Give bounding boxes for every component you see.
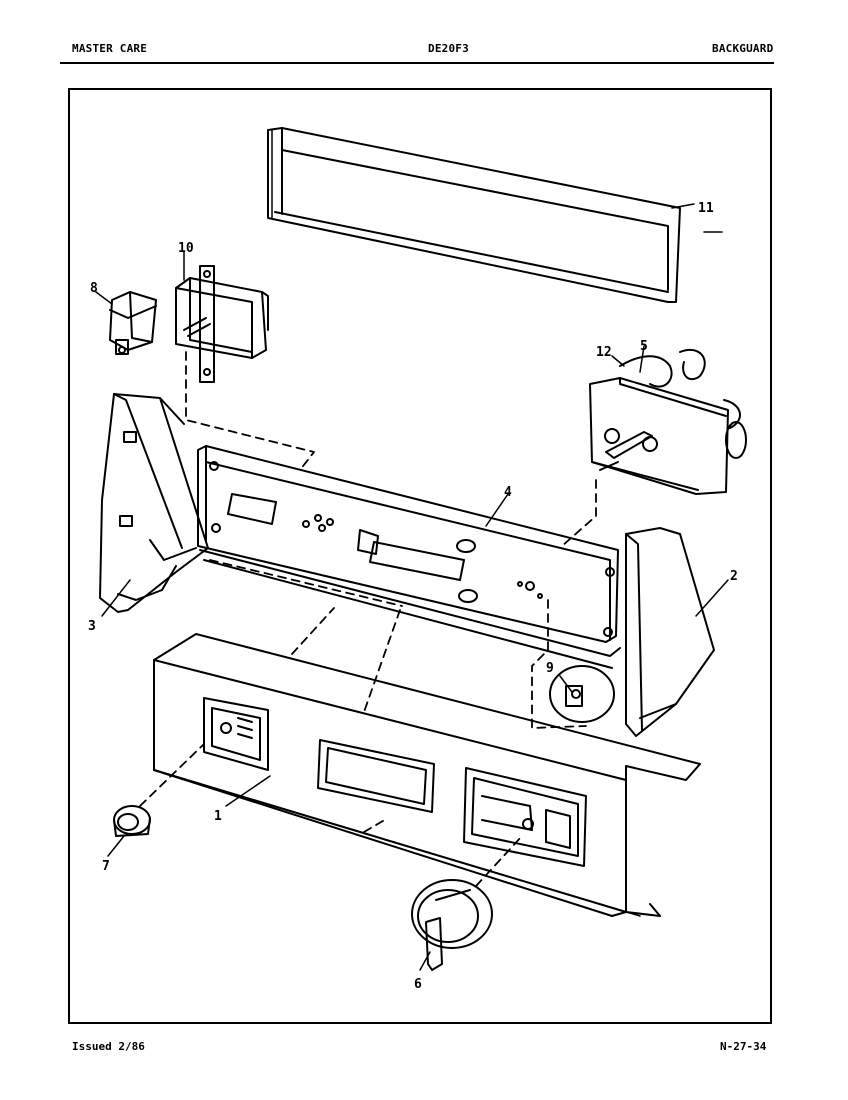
part-9-clip — [549, 665, 615, 723]
part-10-timer — [175, 265, 269, 383]
issued-date: Issued 2/86 — [72, 1040, 145, 1053]
header-rule — [60, 62, 774, 64]
callout-1: 1 — [214, 809, 222, 824]
part-1-console — [153, 633, 701, 917]
leader-lines — [95, 203, 729, 971]
callout-2: 2 — [730, 569, 738, 584]
callout-labels: 11 10 8 12 5 4 2 3 9 1 7 6 — [88, 201, 738, 992]
callout-7: 7 — [102, 859, 110, 874]
part-11-trim-strip — [267, 127, 681, 303]
header-section: BACKGUARD — [712, 42, 774, 55]
header-model: DE20F3 — [428, 42, 469, 55]
callout-3: 3 — [88, 619, 96, 634]
part-8-switch — [109, 291, 157, 355]
assembly-lines — [139, 351, 597, 887]
part-4-control-panel — [197, 445, 621, 669]
part-3-left-end-cap — [99, 393, 209, 613]
callout-11: 11 — [698, 201, 714, 216]
header-brand: MASTER CARE — [72, 42, 148, 55]
callout-9: 9 — [546, 661, 554, 676]
page-code: N-27-34 — [720, 1040, 767, 1053]
part-2-right-end-cap — [625, 527, 715, 737]
part-7-knob — [113, 805, 151, 837]
callout-12: 12 — [596, 345, 612, 360]
part-6-selector-knob — [411, 879, 493, 971]
callout-4: 4 — [504, 485, 512, 500]
callout-5: 5 — [640, 339, 648, 354]
part-5-12-bracket — [589, 349, 747, 495]
diagram-frame — [68, 88, 772, 1024]
callout-10: 10 — [178, 241, 194, 256]
callout-8: 8 — [90, 281, 98, 296]
callout-6: 6 — [414, 977, 422, 992]
